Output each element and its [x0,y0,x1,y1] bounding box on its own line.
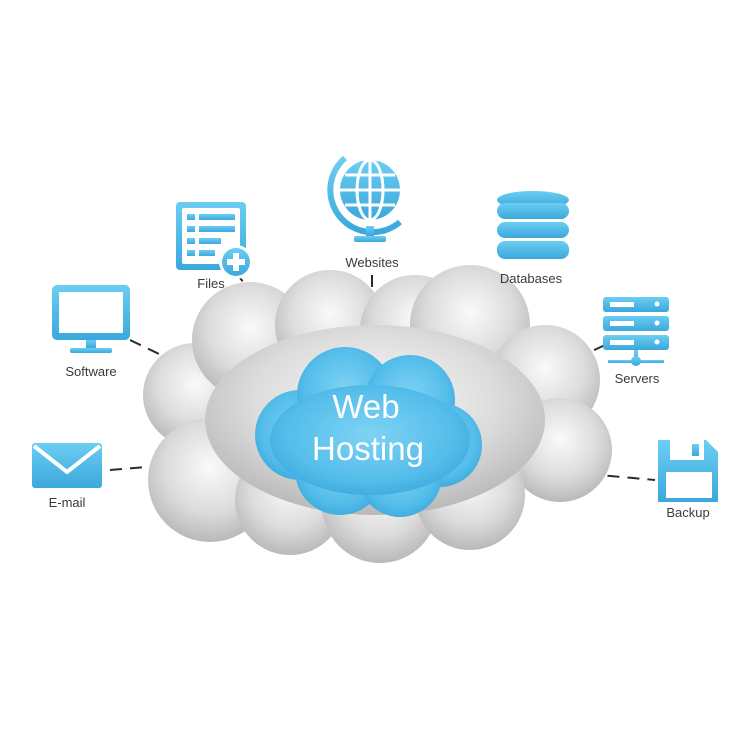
backup-label: Backup [666,505,709,520]
envelope-icon [32,443,102,488]
node-databases: Databases [497,191,569,286]
node-software: Software [52,285,130,379]
websites-label: Websites [345,255,399,270]
server-rack-icon [603,297,669,366]
database-icon [497,191,569,259]
email-label: E-mail [49,495,86,510]
file-add-icon [176,202,253,279]
node-websites: Websites [327,155,402,270]
web-hosting-cloud: Web Hosting [255,347,482,517]
node-backup: Backup [658,440,718,520]
software-label: Software [65,364,116,379]
files-label: Files [197,276,225,291]
databases-label: Databases [500,271,563,286]
globe-icon [327,155,402,242]
monitor-icon [52,285,130,353]
floppy-disk-icon [658,440,718,502]
node-email: E-mail [32,443,102,510]
servers-label: Servers [615,371,660,386]
node-servers: Servers [603,297,669,386]
center-title-line1: Web [332,388,399,425]
center-title-line2: Hosting [312,430,424,467]
node-files: Files [176,202,253,291]
